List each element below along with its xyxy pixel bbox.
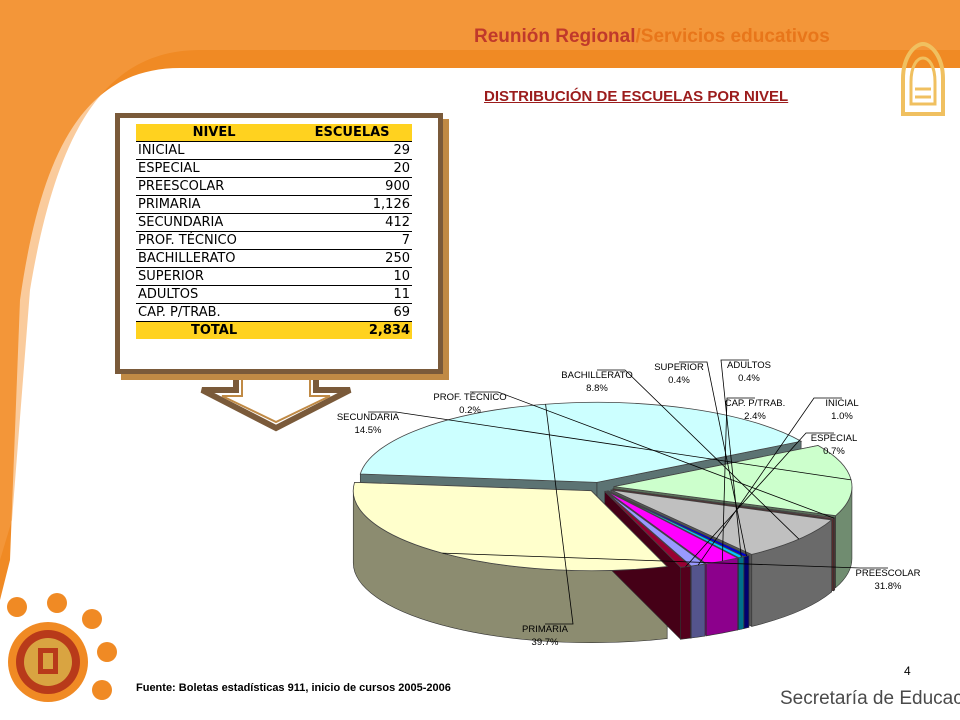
slice-value-label: 1.0%	[831, 411, 853, 422]
pie-slice-especial	[604, 491, 692, 568]
cell-nivel: SUPERIOR	[136, 267, 293, 286]
slice-label: ADULTOS	[727, 360, 771, 371]
cell-nivel: SECUNDARIA	[136, 213, 293, 232]
pie-slice-preescolar	[352, 481, 669, 572]
logo-mark-icon	[901, 41, 945, 116]
slice-label: SUPERIOR	[654, 362, 704, 373]
slice-label: PROF. TÉCNICO	[433, 392, 506, 403]
slice-outer-wall	[833, 517, 836, 592]
cell-nivel: CAP. P/TRAB.	[136, 303, 293, 322]
leader-line	[545, 404, 574, 625]
slice-label: BACHILLERATO	[561, 370, 632, 381]
slice-outer-wall	[680, 565, 691, 640]
cell-escuelas: 412	[292, 213, 412, 232]
slice-label: PRIMARIA	[522, 624, 569, 635]
orange-swoosh-inner	[0, 0, 960, 560]
page-title: Reunión Regional/Servicios educativos	[474, 26, 830, 47]
leader-line	[721, 397, 755, 562]
slice-value-label: 8.8%	[586, 383, 608, 394]
cell-nivel: INICIAL	[136, 141, 293, 160]
cell-nivel: ESPECIAL	[136, 159, 293, 178]
table-row: CAP. P/TRAB.69	[136, 303, 412, 322]
slice-value-label: 2.4%	[744, 411, 766, 422]
leader-line	[597, 369, 800, 540]
cell-escuelas: 20	[292, 159, 412, 178]
cell-escuelas: 29	[292, 141, 412, 160]
leader-line	[368, 411, 852, 481]
total-value: 2,834	[292, 321, 412, 339]
slice-label: ESPECIAL	[811, 433, 857, 444]
slice-value-label: 31.8%	[875, 581, 902, 592]
slice-label: INICIAL	[825, 398, 858, 409]
leader-line	[470, 391, 835, 519]
cell-nivel: BACHILLERATO	[136, 249, 293, 268]
cell-nivel: PRIMARIA	[136, 195, 293, 214]
slice-outer-wall	[738, 556, 745, 631]
page-number: 4	[904, 664, 911, 678]
slice-label: SECUNDARIA	[337, 412, 400, 423]
slice-outer-wall	[706, 557, 739, 637]
slice-value-label: 0.7%	[823, 446, 845, 457]
leader-line	[685, 432, 834, 567]
cell-escuelas: 900	[292, 177, 412, 196]
cell-escuelas: 250	[292, 249, 412, 268]
leader-line	[679, 361, 747, 557]
slice-value-label: 0.4%	[738, 373, 760, 384]
cell-escuelas: 11	[292, 285, 412, 304]
leader-line	[720, 359, 749, 558]
slice-label: CAP. P/TRAB.	[725, 398, 786, 409]
cell-escuelas: 69	[292, 303, 412, 322]
table-header-row: NIVEL ESCUELAS	[136, 124, 412, 142]
table-total-row: TOTAL 2,834	[136, 321, 412, 339]
total-label: TOTAL	[136, 321, 293, 339]
seal-emblem-icon	[7, 593, 117, 702]
slice-value-label: 0.2%	[459, 405, 481, 416]
cell-nivel: PROF. TÉCNICO	[136, 231, 293, 250]
cell-escuelas: 1,126	[292, 195, 412, 214]
header-nivel: NIVEL	[136, 124, 293, 142]
cell-nivel: PREESCOLAR	[136, 177, 293, 196]
slice-value-label: 0.4%	[668, 375, 690, 386]
cell-nivel: ADULTOS	[136, 285, 293, 304]
slice-label: PREESCOLAR	[856, 568, 921, 579]
slice-value-label: 14.5%	[355, 425, 382, 436]
brand-label: Secretaría de Educación	[780, 688, 960, 709]
cell-escuelas: 7	[292, 231, 412, 250]
slice-outer-wall	[690, 563, 706, 639]
source-note: Fuente: Boletas estadísticas 911, inicio…	[136, 682, 451, 694]
chart-title: DISTRIBUCIÓN DE ESCUELAS POR NIVEL	[484, 88, 789, 105]
header-escuelas: ESCUELAS	[292, 124, 412, 142]
cell-escuelas: 10	[292, 267, 412, 286]
slice-value-label: 39.7%	[532, 637, 559, 648]
leader-line	[442, 552, 888, 569]
slice-outer-wall	[743, 555, 750, 629]
